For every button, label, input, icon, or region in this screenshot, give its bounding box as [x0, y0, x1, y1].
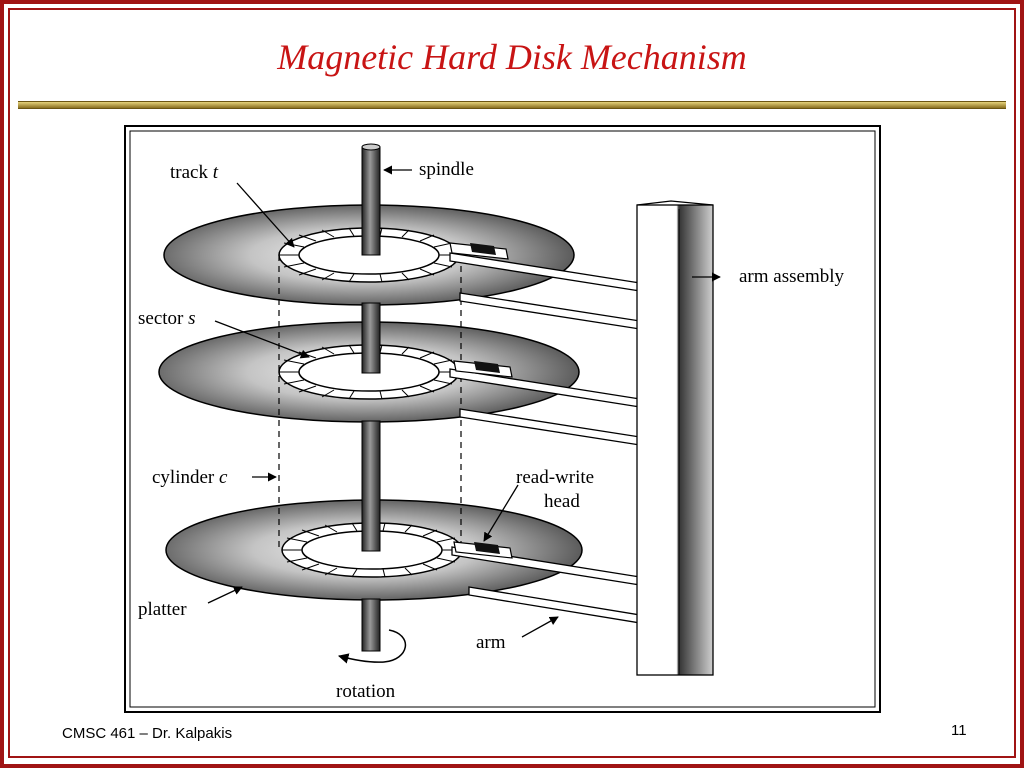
- frame-top-outer: [0, 0, 1024, 4]
- label-rotation: rotation: [336, 681, 396, 702]
- label-track: track t: [170, 162, 219, 183]
- footer-course: CMSC 461 – Dr. Kalpakis: [62, 725, 233, 742]
- frame-left-inner: [8, 8, 10, 758]
- frame-bottom-outer: [0, 764, 1024, 768]
- label-read-write: read-write: [516, 467, 594, 488]
- hard-disk-svg: track t spindle arm assembly sector s cy…: [124, 125, 881, 713]
- slide-title: Magnetic Hard Disk Mechanism: [277, 37, 747, 77]
- label-head: head: [544, 491, 580, 512]
- figure-border-inner: [129, 130, 876, 708]
- page-number: 11: [951, 722, 967, 739]
- hard-disk-diagram: track t spindle arm assembly sector s cy…: [124, 125, 881, 713]
- label-spindle: spindle: [419, 159, 474, 180]
- label-sector: sector s: [138, 308, 196, 329]
- figure-border-outer: [124, 125, 881, 713]
- label-arm: arm: [476, 632, 506, 653]
- label-arm-assembly: arm assembly: [739, 266, 845, 287]
- arm-assembly-column: [636, 200, 714, 676]
- arm-strips: [449, 252, 641, 624]
- read-write-heads: [449, 242, 513, 559]
- cylinder-dashed-lines: [278, 255, 462, 550]
- label-arrows: [207, 165, 721, 638]
- title-rule: [18, 101, 1006, 109]
- frame-left-outer: [0, 0, 4, 768]
- frame-right-outer: [1020, 0, 1024, 768]
- label-cylinder: cylinder c: [152, 467, 228, 488]
- frame-top-inner: [8, 8, 1016, 10]
- frame-right-inner: [1014, 8, 1016, 758]
- label-platter: platter: [138, 599, 187, 620]
- frame-bottom-inner: [8, 756, 1016, 758]
- spindle-shaft: [361, 143, 381, 652]
- rotation-arrow: [337, 629, 407, 664]
